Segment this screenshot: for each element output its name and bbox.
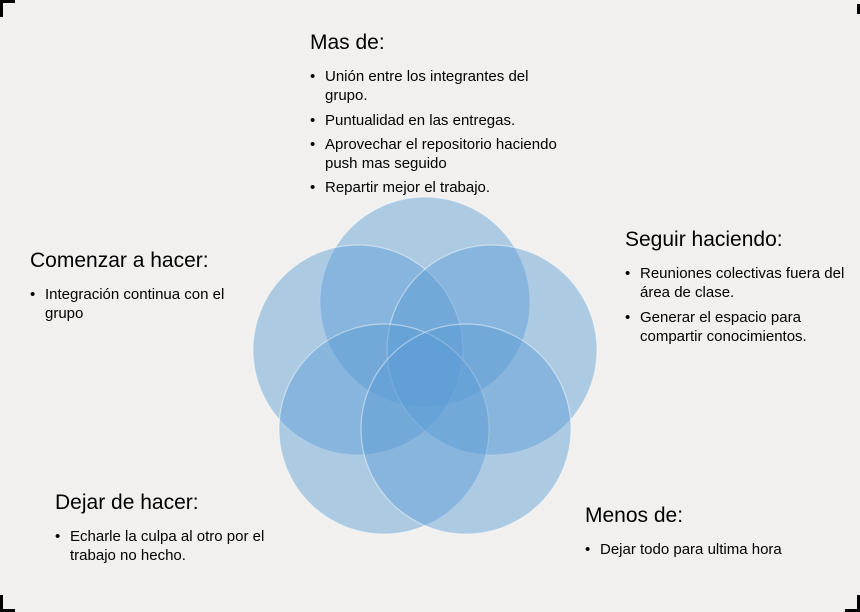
- venn-circle-upper-left: [252, 244, 464, 456]
- corner-mark-bottom-right: [845, 595, 860, 612]
- bullet-icon: •: [310, 111, 316, 129]
- bullet-icon: •: [30, 286, 36, 304]
- bullet-icon: •: [625, 308, 631, 326]
- list-item: • Dejar todo para ultima hora: [585, 540, 847, 559]
- corner-mark-top-right: [845, 4, 860, 14]
- list-item-text: Puntualidad en las entregas.: [325, 111, 516, 129]
- list-item-text: Integración continua con el grupo: [45, 286, 225, 323]
- list-comenzar-a-hacer: • Integración continua con el grupo: [30, 285, 248, 323]
- list-item: • Integración continua con el grupo: [30, 285, 248, 323]
- venn-circle-lower-left: [278, 323, 490, 535]
- section-title-comenzar-a-hacer: Comenzar a hacer:: [30, 249, 209, 272]
- section-title-mas-de: Mas de:: [310, 31, 385, 54]
- list-mas-de: • Unión entre los integrantes del grupo.…: [310, 67, 558, 197]
- corner-mark-bottom-left: [0, 595, 15, 612]
- list-item-text: Reuniones colectivas fuera del área de c…: [640, 265, 845, 302]
- list-dejar-de-hacer: • Echarle la culpa al otro por el trabaj…: [55, 527, 298, 565]
- section-title-seguir-haciendo: Seguir haciendo:: [625, 228, 783, 251]
- list-item-text: Aprovechar el repositorio haciendo push …: [325, 135, 557, 172]
- bullet-icon: •: [310, 135, 316, 153]
- bullet-icon: •: [55, 528, 61, 546]
- list-item: • Unión entre los integrantes del grupo.: [310, 67, 558, 105]
- list-menos-de: • Dejar todo para ultima hora: [585, 540, 847, 559]
- list-item: • Reuniones colectivas fuera del área de…: [625, 264, 845, 302]
- section-dejar-de-hacer: Dejar de hacer: • Echarle la culpa al ot…: [55, 490, 298, 571]
- list-item: • Echarle la culpa al otro por el trabaj…: [55, 527, 298, 565]
- list-item-text: Repartir mejor el trabajo.: [325, 179, 491, 197]
- corner-mark-top-left: [0, 0, 15, 17]
- section-seguir-haciendo: Seguir haciendo: • Reuniones colectivas …: [625, 227, 845, 351]
- list-item-text: Unión entre los integrantes del grupo.: [325, 68, 529, 105]
- section-comenzar-a-hacer: Comenzar a hacer: • Integración continua…: [30, 248, 248, 329]
- section-title-menos-de: Menos de:: [585, 504, 684, 527]
- bullet-icon: •: [310, 68, 316, 86]
- list-item-text: Echarle la culpa al otro por el trabajo …: [70, 528, 265, 565]
- section-menos-de: Menos de: • Dejar todo para ultima hora: [585, 503, 847, 564]
- bullet-icon: •: [310, 179, 316, 197]
- list-item: • Puntualidad en las entregas.: [310, 111, 558, 130]
- venn-circle-lower-right: [360, 323, 572, 535]
- section-mas-de: Mas de: • Unión entre los integrantes de…: [310, 30, 558, 202]
- list-item: • Generar el espacio para compartir cono…: [625, 308, 845, 346]
- bullet-icon: •: [625, 265, 631, 283]
- list-item: • Aprovechar el repositorio haciendo pus…: [310, 135, 558, 173]
- venn-circle-top: [319, 196, 531, 408]
- list-item-text: Generar el espacio para compartir conoci…: [640, 308, 807, 345]
- bullet-icon: •: [585, 541, 591, 559]
- venn-circle-upper-right: [386, 244, 598, 456]
- list-item: • Repartir mejor el trabajo.: [310, 178, 558, 197]
- section-title-dejar-de-hacer: Dejar de hacer:: [55, 491, 199, 514]
- list-item-text: Dejar todo para ultima hora: [600, 541, 782, 559]
- list-seguir-haciendo: • Reuniones colectivas fuera del área de…: [625, 264, 845, 346]
